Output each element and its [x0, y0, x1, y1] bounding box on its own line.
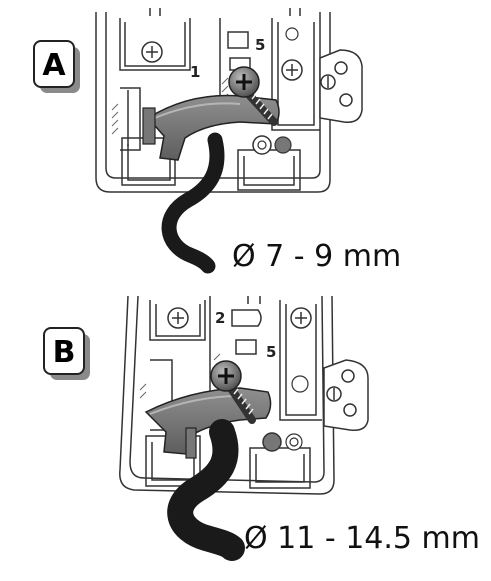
terminal-label-5-b: 5 — [266, 343, 276, 361]
badge-a-label: A — [42, 48, 66, 83]
pin-holes-a — [253, 136, 291, 154]
mounting-bracket-a — [320, 50, 362, 122]
cable-diameter-b: Ø 11 - 14.5 mm — [244, 521, 480, 556]
terminal-label-5-a: 5 — [255, 36, 265, 54]
terminal-screw-a-right — [282, 28, 302, 80]
panel-a: A — [34, 8, 401, 274]
badge-a: A — [34, 41, 80, 93]
cable-diameter-a: Ø 7 - 9 mm — [232, 239, 401, 274]
mounting-bracket-b — [324, 360, 368, 430]
terminal-label-1: 1 — [190, 63, 200, 81]
terminal-screw-b-left — [168, 308, 188, 328]
terminal-screw-b-right — [291, 308, 311, 392]
badge-b-label: B — [53, 335, 76, 370]
badge-b: B — [44, 328, 90, 380]
terminal-screw-a-left — [142, 42, 162, 62]
terminal-label-2: 2 — [215, 309, 225, 327]
panel-b: B — [44, 296, 480, 556]
